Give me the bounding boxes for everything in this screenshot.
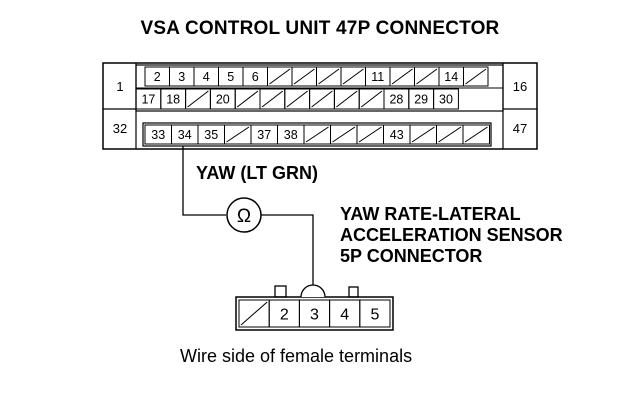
unused-terminal-slash (438, 126, 462, 143)
terminal-5-label: 5 (370, 306, 379, 323)
sensor-label-line-1: YAW RATE-LATERAL (340, 204, 521, 224)
sensor-label-line-3: 5P CONNECTOR (340, 246, 483, 266)
row1-cell (463, 66, 489, 87)
connector-5p-probe-hump (300, 284, 326, 298)
unused-terminal-slash (318, 68, 340, 85)
unused-terminal-slash (411, 126, 435, 143)
unused-terminal-slash (269, 68, 291, 85)
terminal-37-label: 37 (257, 128, 271, 142)
unused-terminal-slash (293, 68, 315, 85)
row5p-cell (359, 299, 391, 328)
connector-5p-row: 2 3 4 5 (238, 299, 391, 328)
sensor-label: YAW RATE-LATERAL ACCELERATION SENSOR 5P … (340, 204, 563, 267)
terminal-32-label: 32 (113, 121, 127, 136)
unused-terminal-slash (416, 68, 438, 85)
unused-terminal-slash (391, 68, 413, 85)
terminal-20-label: 20 (216, 93, 230, 107)
ohmmeter-wire-to-sensor (261, 214, 314, 286)
wire-color-label: YAW (LT GRN) (196, 163, 318, 183)
unused-terminal-slash (286, 90, 308, 108)
terminal-3-label: 3 (178, 70, 185, 84)
unused-terminal-slash (360, 90, 383, 108)
connector-5p-lock-tab (274, 285, 287, 298)
terminal-33-label: 33 (151, 128, 165, 142)
yaw-wire-from-34 (182, 146, 226, 216)
terminal-4-label: 4 (203, 70, 210, 84)
unused-terminal-slash (261, 90, 284, 108)
caption: Wire side of female terminals (180, 346, 413, 366)
terminal-3-label: 3 (310, 306, 319, 323)
connector-47p-row-1: 2 3 4 5 6 11 14 (144, 66, 489, 87)
terminal-38-label: 38 (284, 128, 298, 142)
terminal-14-label: 14 (444, 70, 458, 84)
terminal-28-label: 28 (389, 93, 403, 107)
unused-terminal-slash (342, 68, 364, 85)
row2-cell (433, 88, 459, 110)
terminal-4-label: 4 (340, 306, 349, 323)
terminal-43-label: 43 (390, 128, 404, 142)
terminal-2-label: 2 (154, 70, 161, 84)
unused-terminal-slash (358, 126, 382, 143)
unused-terminal-slash (465, 68, 487, 85)
terminal-29-label: 29 (414, 93, 428, 107)
unused-terminal-slash (236, 90, 259, 108)
terminal-2-label: 2 (280, 306, 289, 323)
unused-terminal-slash (226, 126, 250, 143)
terminal-11-label: 11 (371, 70, 384, 84)
connector-47p-body (102, 62, 538, 150)
terminal-35-label: 35 (204, 128, 218, 142)
connector-47p-row-3: 33 34 35 37 38 43 (144, 124, 490, 145)
unused-terminal-slash (332, 126, 356, 143)
terminal-1-label: 1 (116, 79, 123, 94)
unused-terminal-slash (187, 90, 209, 108)
unused-terminal-slash (240, 301, 268, 326)
terminal-30-label: 30 (439, 93, 453, 107)
connector-47p-lower-frame (142, 122, 492, 147)
terminal-5-label: 5 (227, 70, 234, 84)
terminal-47-label: 47 (513, 121, 527, 136)
sensor-label-line-2: ACCELERATION SENSOR (340, 225, 563, 245)
terminal-6-label: 6 (252, 70, 259, 84)
unused-terminal-slash (311, 90, 333, 108)
unused-terminal-slash (305, 126, 329, 143)
terminal-34-label: 34 (178, 128, 192, 142)
diagram-title: VSA CONTROL UNIT 47P CONNECTOR (140, 18, 500, 39)
connector-5p-key (348, 286, 359, 298)
terminal-18-label: 18 (166, 93, 180, 107)
terminal-17-label: 17 (141, 93, 155, 107)
unused-terminal-slash (336, 90, 358, 108)
row3-cell (462, 124, 490, 145)
unused-terminal-slash (464, 126, 488, 143)
terminal-16-label: 16 (513, 79, 527, 94)
ohm-symbol: Ω (237, 206, 251, 227)
connector-47p-row-2: 17 18 20 28 29 30 (135, 88, 459, 110)
